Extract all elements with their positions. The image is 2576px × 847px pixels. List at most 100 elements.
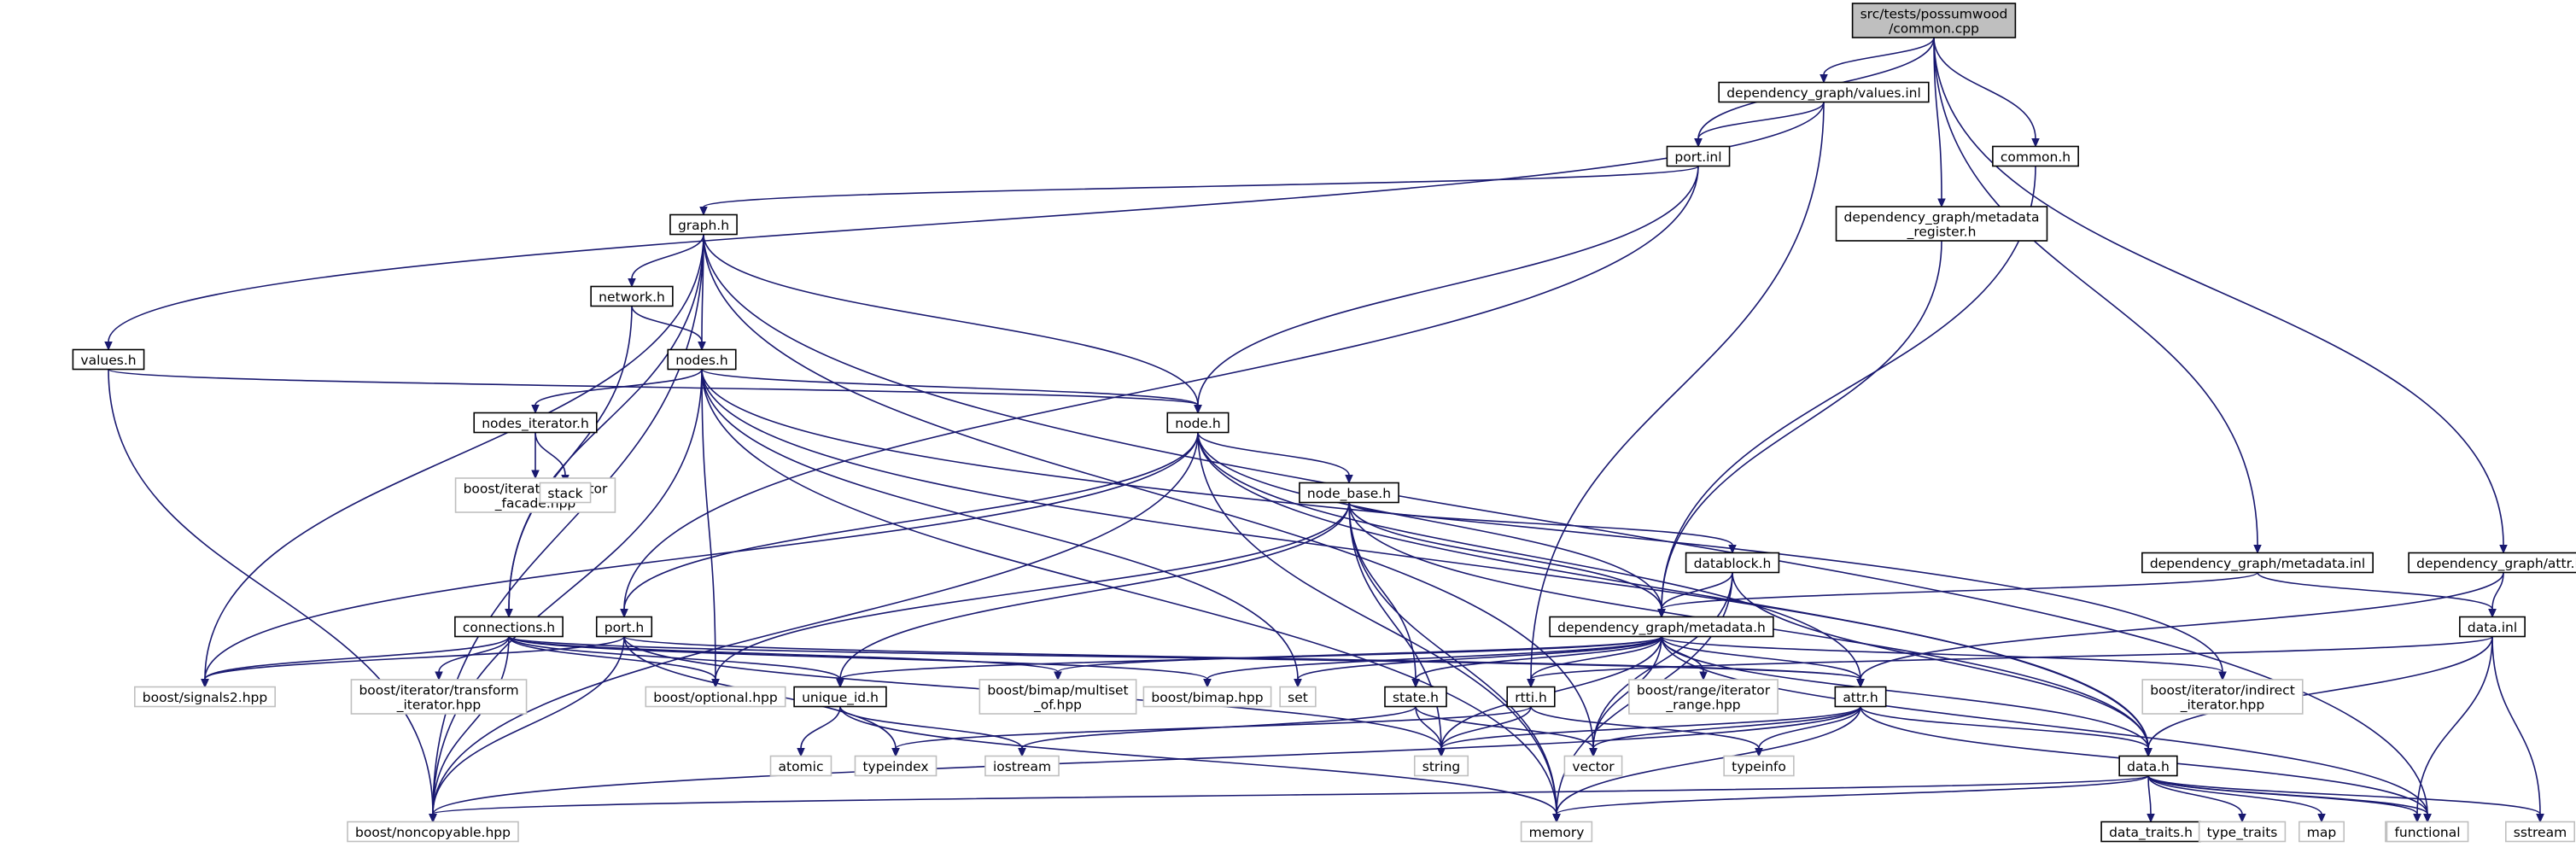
node-bimap[interactable]: boost/bimap.hpp (1142, 686, 1272, 708)
edge-arrowhead (531, 405, 540, 414)
node-common-cpp[interactable]: src/tests/possumwood/common.cpp (1851, 3, 2017, 38)
node-iterator-range[interactable]: boost/range/iterator_range.hpp (1628, 679, 1779, 715)
node-label: unique_id.h (802, 690, 879, 706)
node-iterator-facade[interactable]: boost/iterator/iterator_facade.hpp (454, 477, 616, 513)
node-label: vector (1572, 759, 1615, 774)
node-connections-h[interactable]: connections.h (454, 616, 564, 638)
edge-arrowhead (1755, 748, 1763, 757)
edge-port-h-to-noncopyable (429, 636, 625, 823)
node-transform-iterator[interactable]: boost/iterator/transform_iterator.hpp (350, 679, 528, 715)
node-data-traits-h[interactable]: data_traits.h (2100, 821, 2201, 843)
node-box (645, 686, 786, 708)
node-set[interactable]: set (1279, 686, 1317, 708)
node-metadata-inl[interactable]: dependency_graph/metadata.inl (2141, 552, 2374, 574)
node-vector[interactable]: vector (1563, 755, 1623, 777)
edge-common-cpp-to-attr-inl (1933, 37, 2508, 554)
node-node-base-h[interactable]: node_base.h (1299, 482, 1399, 504)
edge-values-inl-to-values-h (104, 102, 1825, 351)
edge-line (2147, 775, 2243, 815)
edge-line (1530, 635, 2493, 681)
edge-arrowhead (1294, 679, 1302, 688)
edge-line (1661, 166, 2036, 610)
node-type-traits[interactable]: type_traits (2198, 821, 2287, 843)
edge-line (703, 234, 1199, 406)
node-box (1142, 686, 1272, 708)
edge-line (1415, 636, 1662, 680)
edge-line (1348, 502, 1442, 749)
node-common-h[interactable]: common.h (1992, 145, 2079, 167)
node-label: data.h (2127, 759, 2170, 774)
node-label: memory (1529, 825, 1585, 840)
edge-line (1661, 636, 1861, 680)
node-noncopyable[interactable]: boost/noncopyable.hpp (347, 821, 519, 843)
edge-nodes-h-to-nodes-iterator-h (531, 369, 703, 414)
edge-common-cpp-to-values-inl (1820, 37, 1935, 84)
edge-data-h-to-type-traits (2147, 775, 2246, 823)
edge-line (1415, 706, 1442, 749)
node-stack[interactable]: stack (539, 482, 592, 504)
node-nodes-h[interactable]: nodes.h (667, 348, 737, 371)
node-box (1279, 686, 1317, 708)
node-state-h[interactable]: state.h (1384, 686, 1447, 708)
node-port-inl[interactable]: port.inl (1666, 145, 1731, 167)
edge-line (1661, 572, 1733, 610)
node-metadata-register-h[interactable]: dependency_graph/metadata_register.h (1835, 206, 2048, 242)
edge-line (703, 165, 1699, 208)
node-box (2298, 821, 2345, 843)
node-indirect-iterator[interactable]: boost/iterator/indirect_iterator.hpp (2141, 679, 2304, 715)
node-signals2[interactable]: boost/signals2.hpp (133, 686, 277, 708)
node-iostream[interactable]: iostream (984, 755, 1060, 777)
edge-metadata-h-to-indirect-iterator (1661, 635, 2227, 681)
node-attr-h[interactable]: attr.h (1834, 686, 1887, 708)
node-map[interactable]: map (2298, 821, 2345, 843)
node-label: boost/noncopyable.hpp (355, 825, 511, 840)
edge-arrowhead (1411, 679, 1420, 688)
edge-attr-inl-to-attr-h (1856, 572, 2504, 688)
node-multiset-of[interactable]: boost/bimap/multiset_of.hpp (978, 679, 1137, 715)
edge-line (703, 234, 1594, 749)
node-network-h[interactable]: network.h (590, 285, 674, 307)
edge-arrowhead (1054, 671, 1062, 681)
node-data-h[interactable]: data.h (2118, 755, 2178, 777)
node-box (1835, 206, 2048, 242)
node-string[interactable]: string (1413, 755, 1469, 777)
edge-attr-inl-to-data-inl (2488, 572, 2504, 618)
node-box (669, 213, 738, 236)
node-memory[interactable]: memory (1520, 821, 1593, 843)
node-box (1563, 755, 1623, 777)
edge-metadata-inl-to-metadata-h (1657, 571, 2258, 618)
node-optional[interactable]: boost/optional.hpp (645, 686, 786, 708)
edge-arrowhead (104, 342, 113, 351)
node-typeinfo[interactable]: typeinfo (1723, 755, 1795, 777)
node-attr-inl[interactable]: dependency_graph/attr.inl (2408, 552, 2576, 574)
node-label: boost/iterator/transform (359, 682, 518, 698)
node-data-inl[interactable]: data.inl (2459, 616, 2526, 638)
node-rtti-h[interactable]: rtti.h (1506, 686, 1556, 708)
node-port-h[interactable]: port.h (595, 616, 653, 638)
edge-nodes-iterator-h-to-stack (534, 432, 570, 484)
node-label: datablock.h (1694, 556, 1772, 571)
node-label: dependency_graph/metadata.h (1557, 620, 1766, 636)
node-values-inl[interactable]: dependency_graph/values.inl (1718, 81, 1930, 103)
node-functional[interactable]: functional (2386, 821, 2469, 843)
node-label: dependency_graph/values.inl (1726, 85, 1921, 102)
node-nodes-iterator-h[interactable]: nodes_iterator.h (473, 412, 598, 434)
node-unique-id-h[interactable]: unique_id.h (793, 686, 887, 708)
node-values-h[interactable]: values.h (72, 348, 145, 371)
edge-line (108, 369, 434, 815)
node-datablock-h[interactable]: datablock.h (1685, 552, 1780, 574)
node-graph-h[interactable]: graph.h (669, 213, 738, 236)
edge-data-inl-to-rtti-h (1527, 635, 2493, 688)
node-atomic[interactable]: atomic (769, 755, 832, 777)
edge-connections-h-to-unique-id-h (508, 636, 844, 688)
node-box (133, 686, 277, 708)
node-sstream[interactable]: sstream (2504, 821, 2576, 843)
node-metadata-h[interactable]: dependency_graph/metadata.h (1549, 616, 1774, 638)
node-label: functional (2394, 825, 2460, 840)
edge-arrowhead (1657, 609, 1666, 618)
edge-line (432, 636, 625, 815)
node-box (1992, 145, 2079, 167)
node-node-h[interactable]: node.h (1166, 412, 1230, 434)
edge-line (1348, 502, 1557, 815)
node-typeindex[interactable]: typeindex (854, 755, 938, 777)
